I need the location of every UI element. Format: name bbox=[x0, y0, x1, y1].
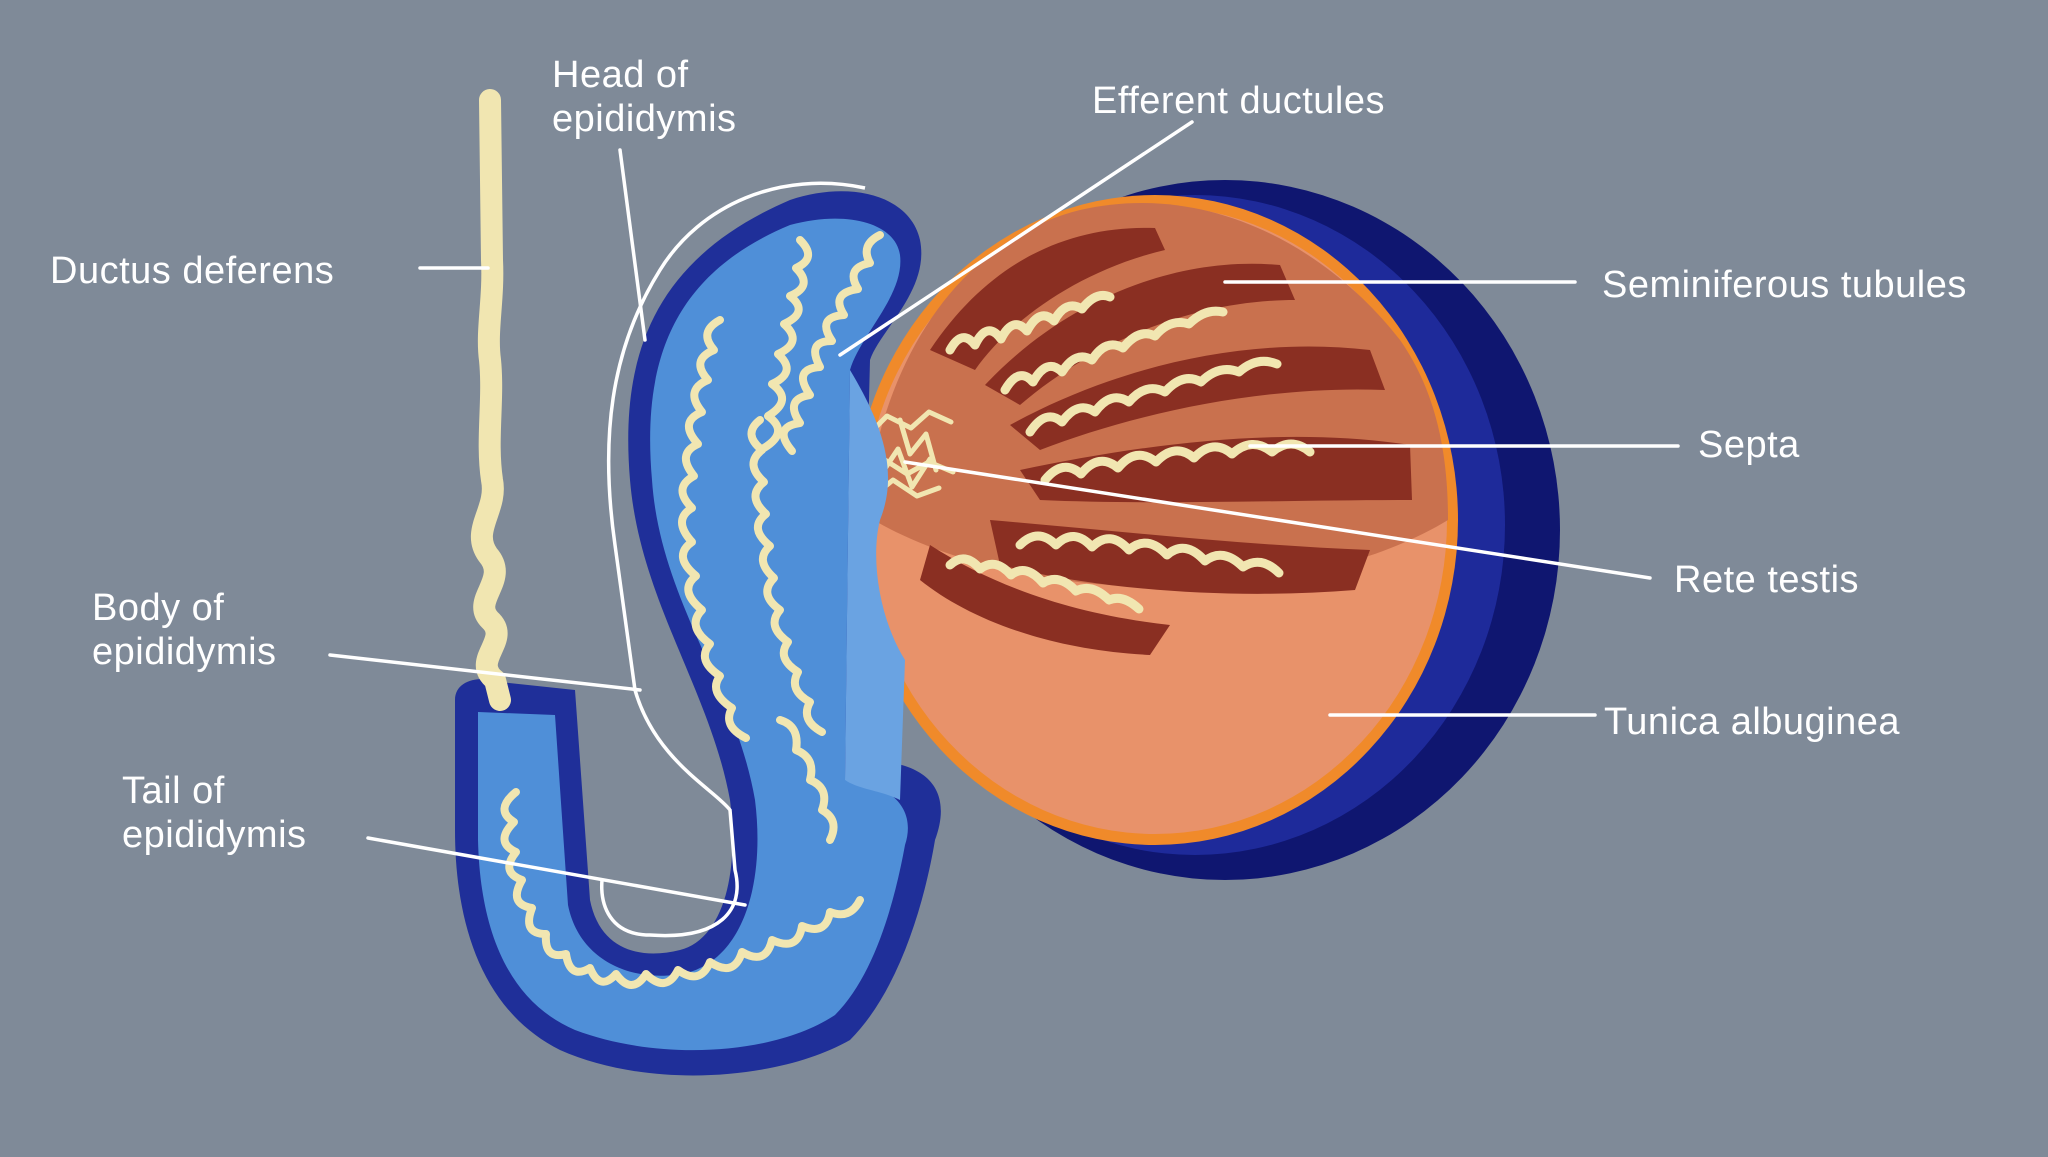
ductus-deferens bbox=[482, 100, 500, 700]
label-tail-of-epididymis-line2: epididymis bbox=[122, 814, 307, 856]
label-body-of-epididymis-line2: epididymis bbox=[92, 631, 277, 673]
label-ductus-deferens: Ductus deferens bbox=[50, 250, 334, 292]
label-tunica-albuginea: Tunica albuginea bbox=[1604, 701, 1900, 743]
label-rete-testis: Rete testis bbox=[1674, 559, 1859, 601]
label-head-of-epididymis: Head of epididymis bbox=[552, 54, 737, 140]
ductus-deferens-tube bbox=[482, 100, 500, 700]
label-septa: Septa bbox=[1698, 424, 1800, 466]
leader-head-of-epididymis bbox=[620, 150, 645, 340]
testis bbox=[815, 180, 1560, 880]
label-seminiferous-tubules: Seminiferous tubules bbox=[1602, 264, 1967, 306]
label-tail-of-epididymis-line1: Tail of bbox=[122, 770, 225, 812]
label-body-of-epididymis-line1: Body of bbox=[92, 587, 224, 629]
epididymis bbox=[455, 183, 941, 1075]
label-tail-of-epididymis: Tail of epididymis bbox=[122, 770, 307, 856]
label-head-of-epididymis-line2: epididymis bbox=[552, 98, 737, 140]
label-efferent-ductules: Efferent ductules bbox=[1092, 80, 1385, 122]
label-head-of-epididymis-line1: Head of bbox=[552, 54, 689, 96]
label-body-of-epididymis: Body of epididymis bbox=[92, 587, 277, 673]
